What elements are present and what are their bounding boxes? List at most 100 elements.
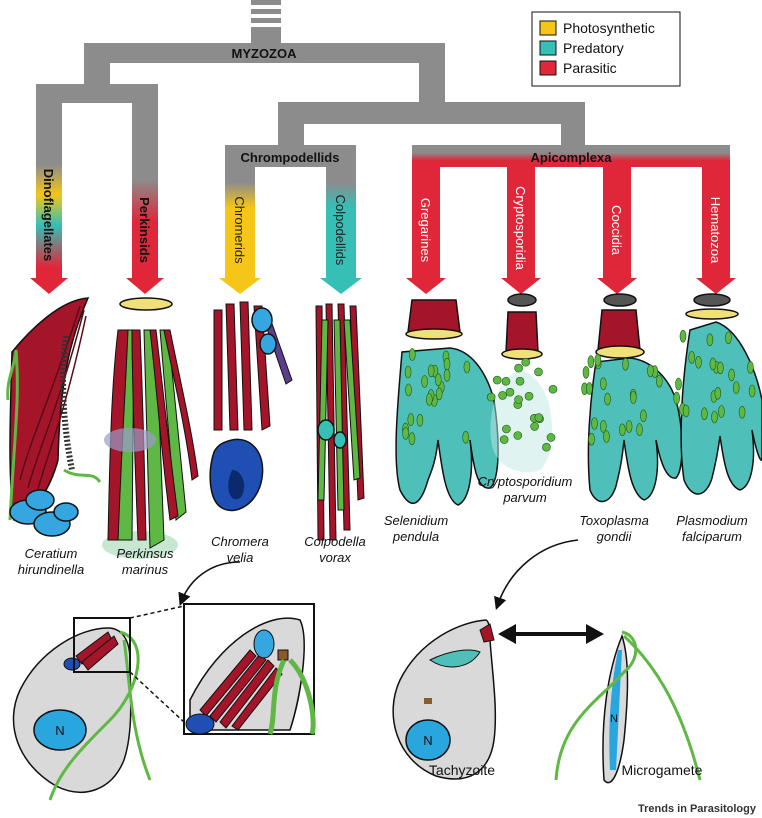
vesicle bbox=[625, 420, 633, 433]
vesicle bbox=[513, 431, 523, 440]
vesicle bbox=[586, 382, 593, 395]
legend-label-predatory: Predatory bbox=[563, 40, 624, 56]
legend-label-parasitic: Parasitic bbox=[563, 60, 617, 76]
illustration-ceratium bbox=[6, 297, 102, 537]
vesicle bbox=[718, 405, 725, 418]
root-label: MYZOZOA bbox=[232, 46, 298, 61]
species-cryptosporidium-line1: Cryptosporidium bbox=[478, 474, 573, 489]
vesicle bbox=[747, 361, 754, 374]
vesicle bbox=[594, 353, 602, 367]
vesicle bbox=[425, 393, 433, 406]
branch-label-coccidia: Coccidia bbox=[609, 205, 624, 256]
species-selenidium-line2: pendula bbox=[392, 529, 439, 544]
species-perkinsus-line2: marinus bbox=[122, 562, 169, 577]
double-arrow bbox=[498, 624, 604, 644]
branch-label-chromerids: Chromerids bbox=[232, 196, 247, 264]
species-ceratium-line2: hirundinella bbox=[18, 562, 85, 577]
arrow-chromera-to-cell bbox=[178, 561, 241, 606]
vesicle bbox=[462, 430, 470, 444]
nucleus-label-chromera: N bbox=[55, 723, 64, 738]
vesicle bbox=[582, 366, 590, 379]
species-chromera-line1: Chromera bbox=[211, 534, 269, 549]
vesicle bbox=[534, 413, 544, 422]
branch-label-colpodellids: Colpodellids bbox=[333, 195, 348, 266]
vesicle bbox=[515, 376, 525, 386]
vesicle bbox=[675, 377, 682, 391]
vesicle bbox=[640, 409, 647, 423]
vesicle bbox=[636, 423, 643, 436]
species-plasmodium-line1: Plasmodium bbox=[676, 513, 748, 528]
vesicle bbox=[463, 360, 471, 374]
vesicle bbox=[502, 424, 511, 434]
vesicle bbox=[548, 384, 558, 394]
species-toxoplasma-line1: Toxoplasma bbox=[579, 513, 649, 528]
vesicle bbox=[435, 387, 443, 401]
vesicle bbox=[427, 364, 435, 378]
vesicle bbox=[505, 387, 515, 397]
vesicle bbox=[546, 433, 556, 442]
legend-label-photosynthetic: Photosynthetic bbox=[563, 20, 655, 36]
cell-tachyzoite: N bbox=[392, 619, 497, 780]
cell-microgamete: N bbox=[554, 630, 702, 784]
clade-chrompodellids-label: Chrompodellids bbox=[241, 150, 340, 165]
vesicle bbox=[599, 420, 607, 433]
phylogenetic-tree bbox=[30, 0, 736, 294]
vesicle bbox=[682, 404, 690, 418]
illustration-colpodella bbox=[315, 303, 365, 541]
nucleus-chromera bbox=[33, 709, 87, 751]
vesicle bbox=[408, 432, 416, 446]
branch-label-cryptosporidia: Cryptosporidia bbox=[513, 186, 528, 271]
vesicle bbox=[542, 442, 551, 452]
species-toxoplasma-line2: gondii bbox=[597, 529, 633, 544]
vesicle bbox=[416, 413, 424, 427]
vesicle bbox=[501, 376, 511, 386]
vesicle bbox=[486, 392, 496, 402]
vesicle bbox=[748, 384, 756, 398]
vesicle bbox=[591, 417, 598, 430]
vesicle bbox=[421, 375, 428, 388]
zoom-box bbox=[73, 617, 131, 673]
zoom-inset bbox=[183, 603, 316, 735]
legend-swatch-photosynthetic bbox=[539, 20, 557, 36]
vesicle bbox=[618, 423, 626, 437]
vesicle bbox=[728, 368, 735, 382]
nucleus-tachyzoite bbox=[405, 719, 451, 761]
vesicle bbox=[534, 367, 543, 377]
species-perkinsus-line1: Perkinsus bbox=[116, 546, 174, 561]
vesicle bbox=[434, 373, 442, 387]
vesicle bbox=[709, 357, 717, 371]
vesicle bbox=[647, 364, 654, 378]
nucleus-label-tachyzoite: N bbox=[423, 733, 432, 748]
illustration-toxoplasma bbox=[587, 293, 683, 503]
vesicle bbox=[706, 333, 714, 347]
vesicle bbox=[629, 391, 637, 404]
branch-label-gregarines: Gregarines bbox=[418, 198, 433, 263]
branch-label-hematozoa: Hematozoa bbox=[708, 197, 723, 264]
arrow-toxoplasma-to-cell bbox=[494, 539, 579, 611]
branch-label-dinoflagellates: Dinoflagellates bbox=[41, 169, 56, 261]
vesicle bbox=[521, 357, 531, 367]
vesicle bbox=[514, 395, 523, 404]
journal-credit: Trends in Parasitology bbox=[638, 803, 757, 815]
species-chromera-line2: velia bbox=[227, 550, 254, 565]
vesicle bbox=[402, 427, 409, 440]
vesicle bbox=[738, 405, 746, 419]
vesicle bbox=[725, 331, 732, 345]
vesicle bbox=[404, 365, 412, 379]
species-colpodella-line1: Colpodella bbox=[304, 534, 365, 549]
vesicles-layer bbox=[402, 329, 756, 452]
legend: Photosynthetic Predatory Parasitic bbox=[531, 11, 681, 87]
cell-chromera: N bbox=[12, 617, 152, 801]
nucleus-label-microgamete: N bbox=[610, 713, 618, 725]
species-plasmodium-line2: falciparum bbox=[682, 529, 742, 544]
vesicle bbox=[498, 391, 507, 400]
vesicle bbox=[673, 391, 681, 405]
label-microgamete: Microgamete bbox=[622, 762, 703, 778]
vesicle bbox=[514, 363, 523, 373]
vesicle bbox=[717, 361, 724, 375]
vesicle bbox=[655, 374, 663, 388]
vesicle bbox=[732, 381, 740, 394]
vesicle bbox=[499, 435, 509, 444]
vesicle bbox=[603, 430, 610, 443]
